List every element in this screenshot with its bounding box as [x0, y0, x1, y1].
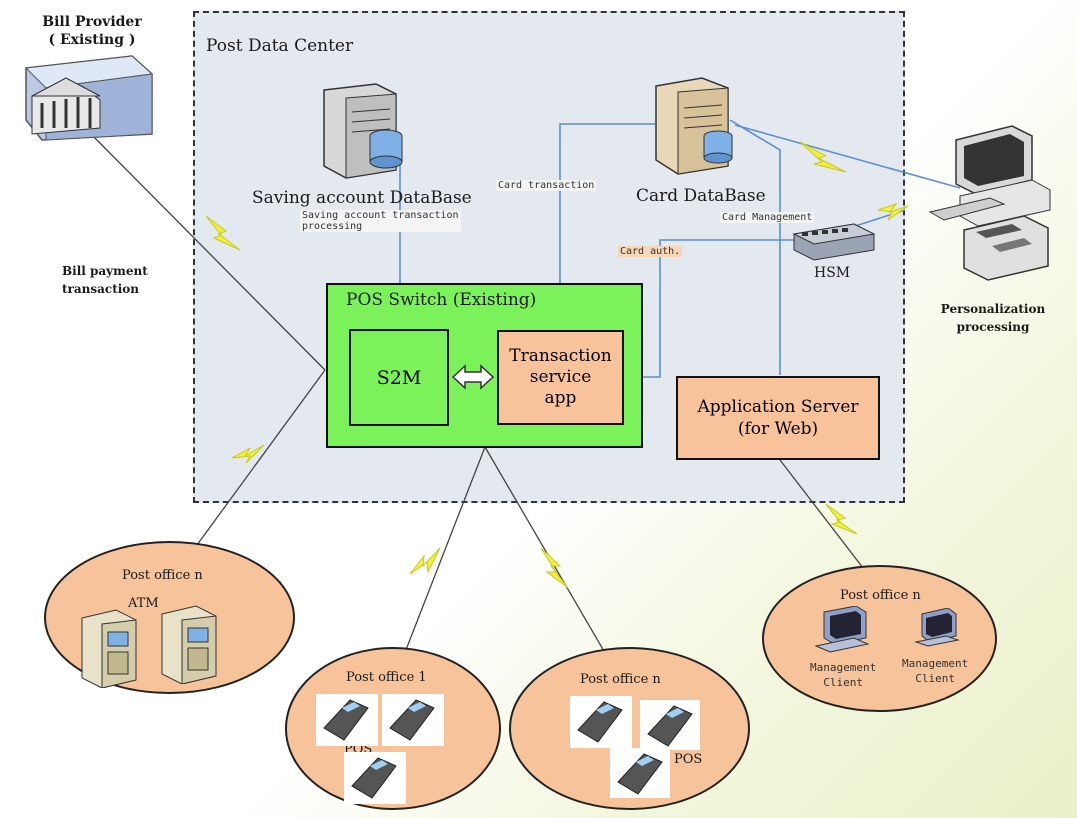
card-management-label: Card Management	[720, 212, 815, 223]
card-auth-line	[623, 239, 812, 378]
saving-db-server-icon	[323, 83, 403, 179]
management-client-1-label: Management Client	[810, 661, 877, 689]
pos-office-1-title: Post office 1	[346, 670, 427, 685]
hsm-label: HSM	[814, 265, 851, 281]
bill-provider-line	[84, 127, 326, 371]
pos-terminal-icon	[316, 694, 378, 746]
pos-office-1-line	[394, 446, 486, 679]
hsm-device-icon	[792, 223, 876, 261]
pos-terminal-icon	[640, 700, 700, 750]
lightning-atm	[231, 444, 265, 464]
management-client-icon	[914, 608, 960, 647]
bill-payment-label: Bill payment transaction	[62, 264, 148, 296]
saving-db-label: Saving account DataBase	[252, 188, 472, 208]
mgmt-office-title: Post office n	[840, 588, 921, 603]
pos-terminal-icon	[570, 696, 632, 748]
mgmt-office-ellipse	[762, 565, 997, 712]
atm-office-title: Post office n	[122, 568, 203, 583]
card-db-server-icon	[655, 77, 733, 175]
management-client-2-label: Management Client	[902, 657, 969, 685]
pos-terminal-icon	[610, 748, 670, 798]
card-transaction-label: Card transaction	[496, 180, 597, 191]
lightning-bill	[205, 215, 241, 251]
bill-provider-subtitle: ( Existing )	[48, 32, 136, 48]
application-server-box: Application Server (for Web)	[676, 376, 880, 460]
pos-switch-title: POS Switch (Existing)	[346, 290, 537, 310]
transaction-service-app-box: Transaction service app	[497, 330, 624, 425]
lightning-hsm	[877, 203, 909, 221]
pos-terminal-icon	[382, 694, 444, 746]
s2m-label: S2M	[376, 366, 422, 389]
pos-office-n-title: Post office n	[580, 672, 661, 687]
card-auth-label: Card auth.	[618, 246, 683, 257]
lightning-pos1	[409, 547, 441, 575]
lightning-pers	[799, 141, 847, 173]
card-transaction-line	[559, 123, 655, 330]
bill-provider-title: Bill Provider	[42, 14, 142, 30]
db-to-personalization-line	[734, 124, 961, 189]
pos-office-n-sub: POS	[674, 752, 703, 767]
atm-office-sub: ATM	[128, 596, 159, 611]
personalization-workstation-icon	[928, 125, 1051, 281]
atm-office-line	[174, 369, 326, 576]
saving-link-label: Saving account transaction processing	[300, 210, 461, 232]
management-client-icon	[814, 606, 870, 653]
lightning-posn	[540, 547, 569, 589]
data-center-title: Post Data Center	[206, 36, 354, 56]
application-server-label: Application Server (for Web)	[697, 397, 859, 439]
bank-building-icon	[24, 55, 154, 141]
personalization-label: Personalization processing	[940, 302, 1046, 334]
lightning-mgmt	[825, 503, 858, 535]
atm-machine-icon	[81, 609, 137, 688]
bidirectional-arrow-icon	[451, 364, 495, 390]
transaction-service-app-label: Transaction service app	[509, 346, 612, 408]
s2m-box: S2M	[349, 329, 449, 426]
pos-terminal-icon	[344, 752, 406, 804]
atm-machine-icon	[161, 605, 217, 684]
card-management-line	[729, 119, 781, 375]
card-db-label: Card DataBase	[636, 186, 766, 206]
